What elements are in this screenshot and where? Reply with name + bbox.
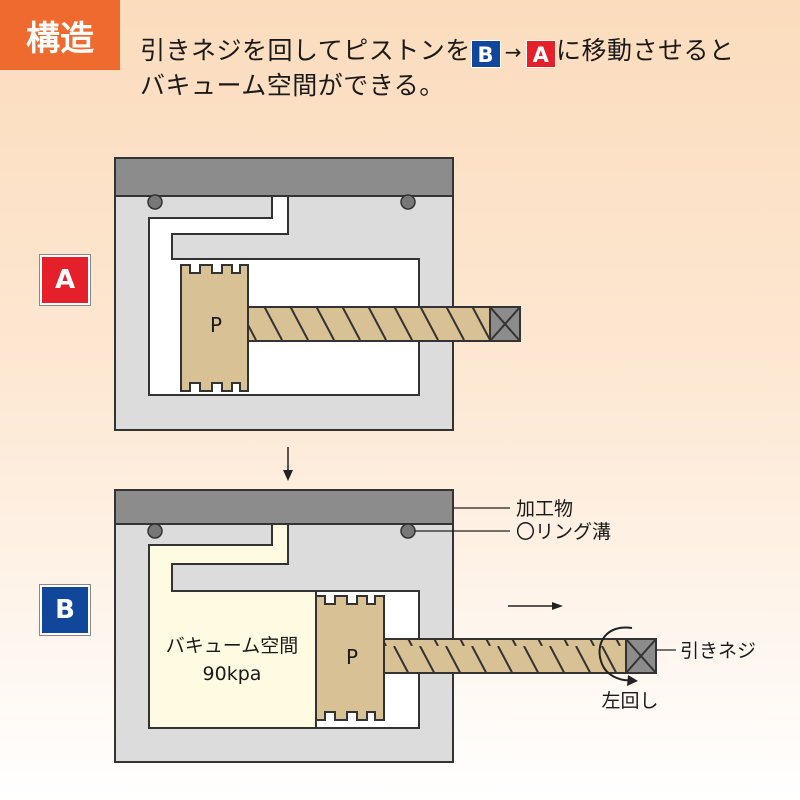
down-arrow-icon bbox=[283, 447, 293, 481]
workpiece-plate bbox=[114, 157, 454, 197]
oring-groove bbox=[147, 194, 163, 210]
oring-groove bbox=[400, 523, 416, 539]
screw-head bbox=[625, 638, 657, 674]
piston bbox=[315, 595, 385, 721]
vacuum-space bbox=[148, 523, 317, 729]
rotate-left-icon bbox=[598, 626, 638, 686]
state-b-badge: B bbox=[40, 585, 90, 635]
callout-workpiece: 加工物 bbox=[453, 498, 573, 520]
state-a-diagram: P bbox=[114, 157, 521, 431]
callout-oring-label: 〇リング溝 bbox=[516, 521, 611, 543]
oring-groove bbox=[400, 194, 416, 210]
oring-groove bbox=[147, 523, 163, 539]
right-arrow-icon bbox=[508, 602, 563, 610]
headline-text-1: 引きネジを回してピストンを bbox=[140, 36, 471, 65]
callout-workpiece-label: 加工物 bbox=[516, 498, 573, 520]
vacuum-label: バキューム空間 bbox=[166, 635, 298, 657]
vacuum-pressure: 90kpa bbox=[203, 663, 262, 685]
screw-head bbox=[489, 306, 521, 342]
screw-shaft bbox=[383, 638, 627, 674]
rotation-label: 左回し bbox=[601, 690, 658, 712]
callout-screw-label: 引きネジ bbox=[680, 640, 756, 662]
workpiece-plate bbox=[114, 489, 454, 525]
piston-label: P bbox=[346, 645, 358, 669]
section-tag: 構造 bbox=[0, 0, 120, 70]
callout-screw: 引きネジ bbox=[656, 640, 756, 662]
callout-oring: 〇リング溝 bbox=[415, 521, 611, 543]
state-b-diagram: P バキューム空間 90kpa bbox=[114, 489, 657, 763]
arrow-right-icon: → bbox=[504, 40, 523, 64]
piston-label: P bbox=[210, 313, 222, 337]
headline-text-2: に移動させると bbox=[556, 36, 735, 65]
chip-a: A bbox=[526, 40, 557, 68]
chip-b: B bbox=[470, 40, 501, 68]
headline-text-3: バキューム空間ができる。 bbox=[140, 71, 445, 100]
state-a-badge: A bbox=[40, 255, 90, 305]
screw-shaft bbox=[247, 306, 491, 342]
piston bbox=[180, 264, 249, 392]
